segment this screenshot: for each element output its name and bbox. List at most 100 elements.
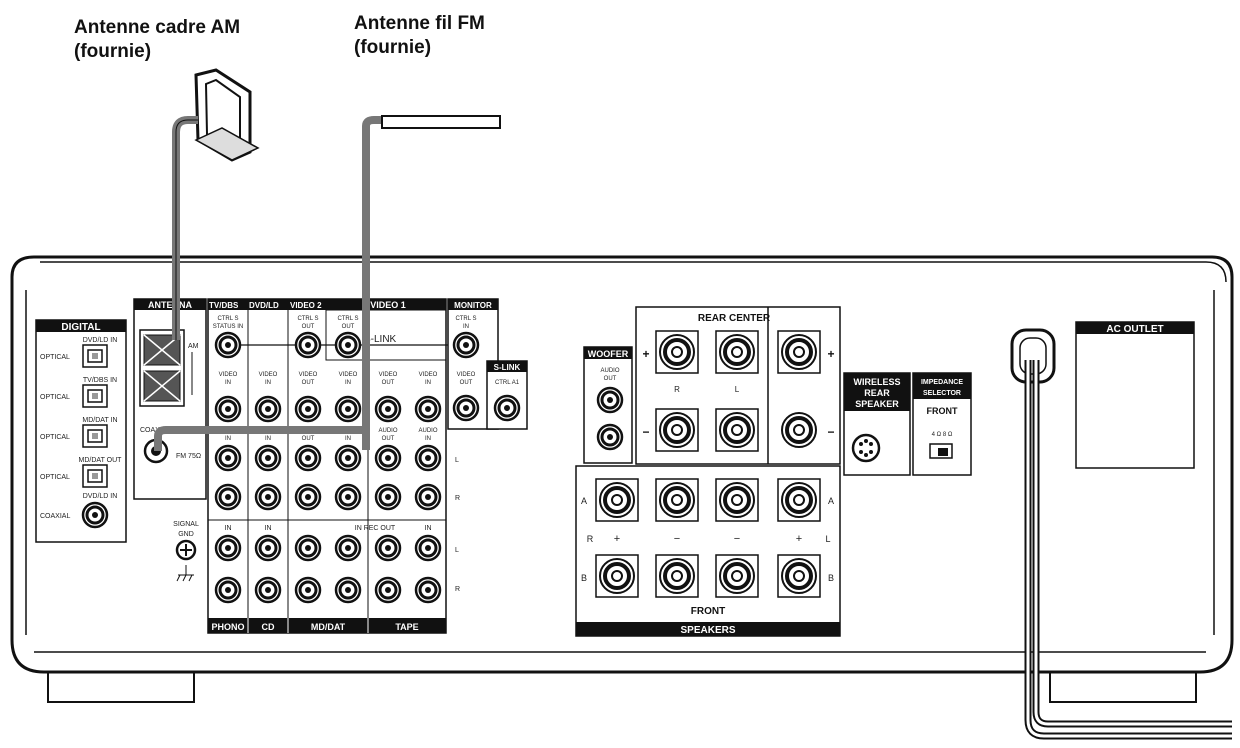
rca-jack[interactable] — [334, 444, 362, 472]
rear-r-minus-terminal[interactable] — [654, 407, 700, 453]
front-a-l-plus-terminal[interactable] — [776, 477, 822, 523]
center-plus: + — [827, 347, 834, 361]
rca-jack[interactable] — [294, 534, 322, 562]
audio-label: AUDIO — [378, 428, 397, 434]
front-a-r-plus-terminal[interactable] — [594, 477, 640, 523]
r-label: R — [455, 495, 460, 502]
front-b-r-plus-terminal[interactable] — [594, 553, 640, 599]
slink-bus-label: S-LINK — [364, 334, 397, 345]
rca-jack[interactable] — [254, 534, 282, 562]
video1-label: VIDEO 1 — [370, 300, 406, 310]
optical-port[interactable] — [82, 344, 108, 368]
cd-in-label: IN — [265, 525, 272, 532]
monitor-title: MONITOR — [454, 301, 492, 310]
video2-label: VIDEO 2 — [290, 301, 322, 310]
antenna-coaxial-label: COAXIAL — [140, 427, 170, 434]
audio-label: AUDIO — [418, 428, 437, 434]
rca-jack[interactable] — [294, 576, 322, 604]
rca-jack[interactable] — [334, 483, 362, 511]
wireless-din-connector[interactable] — [851, 433, 881, 463]
front-b-l-minus-terminal[interactable] — [714, 553, 760, 599]
video-label: VIDEO — [259, 372, 278, 378]
front-minus-1: − — [674, 533, 680, 545]
impedance-front: FRONT — [927, 406, 958, 416]
center-plus-terminal[interactable] — [776, 329, 822, 375]
rca-jack[interactable] — [414, 395, 442, 423]
ctrl-s-v2-out: OUT — [302, 324, 315, 330]
digital-row-in-label: MD/DAT IN — [82, 417, 117, 424]
rca-jack[interactable] — [214, 395, 242, 423]
rca-jack[interactable] — [254, 576, 282, 604]
optical-port[interactable] — [82, 464, 108, 488]
woofer-out-jack-2[interactable] — [596, 423, 624, 451]
front-a-right: A — [828, 496, 834, 506]
digital-row-type-label: OPTICAL — [40, 474, 70, 481]
rear-r-plus-terminal[interactable] — [654, 329, 700, 375]
rca-jack[interactable] — [294, 444, 322, 472]
rear-l-minus-terminal[interactable] — [714, 407, 760, 453]
wireless-section: WIRELESS REAR SPEAKER — [843, 372, 911, 476]
impedance-section: IMPEDANCE SELECTOR FRONT 4 Ω 8 Ω — [912, 372, 972, 476]
front-l-label: L — [825, 534, 830, 544]
rca-jack[interactable] — [374, 395, 402, 423]
audio-dir-label: OUT — [302, 436, 315, 442]
rca-jack[interactable] — [214, 483, 242, 511]
woofer-out-jack-1[interactable] — [596, 386, 624, 414]
front-a-l-minus-terminal[interactable] — [714, 477, 760, 523]
wireless-l2: REAR — [864, 388, 890, 398]
rca-jack[interactable] — [374, 483, 402, 511]
fm-antenna-callout-line2: (fournie) — [354, 37, 432, 58]
rca-jack[interactable] — [334, 395, 362, 423]
digital-row-type-label: OPTICAL — [40, 394, 70, 401]
monitor-video-out-label: OUT — [460, 380, 473, 386]
rca-jack[interactable] — [294, 483, 322, 511]
am-loop-antenna — [172, 68, 260, 340]
center-minus: − — [827, 425, 834, 439]
fm-wire-antenna — [154, 115, 501, 451]
rca-jack[interactable] — [254, 444, 282, 472]
rca-jack[interactable] — [414, 444, 442, 472]
ctrl-s-video1-out-jack[interactable] — [334, 331, 362, 359]
audio-dir-label: OUT — [382, 436, 395, 442]
rca-jack[interactable] — [374, 534, 402, 562]
rca-jack[interactable] — [414, 534, 442, 562]
rear-l-plus-terminal[interactable] — [714, 329, 760, 375]
front-title: FRONT — [691, 606, 725, 617]
ctrl-s-video2-out-jack[interactable] — [294, 331, 322, 359]
ctrl-s-v1-out: OUT — [342, 324, 355, 330]
rca-jack[interactable] — [254, 483, 282, 511]
video-label: VIDEO — [339, 372, 358, 378]
front-b-l-plus-terminal[interactable] — [776, 553, 822, 599]
digital-row-in-label: TV/DBS IN — [83, 377, 117, 384]
front-a-r-minus-terminal[interactable] — [654, 477, 700, 523]
rca-jack[interactable] — [214, 534, 242, 562]
rca-jack[interactable] — [254, 395, 282, 423]
rca-jack[interactable] — [334, 576, 362, 604]
digital-coaxial-jack[interactable] — [81, 501, 109, 529]
rca-jack[interactable] — [414, 483, 442, 511]
rca-jack[interactable] — [334, 534, 362, 562]
monitor-ctrl-s-in: IN — [463, 324, 469, 330]
rca-jack[interactable] — [374, 576, 402, 604]
monitor-video-out-jack[interactable] — [452, 394, 480, 422]
rca-jack[interactable] — [214, 576, 242, 604]
power-cord — [1010, 328, 1232, 740]
optical-port[interactable] — [82, 424, 108, 448]
fm-75-label: FM 75Ω — [176, 453, 201, 460]
monitor-ctrl-s-in-jack[interactable] — [452, 331, 480, 359]
front-b-r-minus-terminal[interactable] — [654, 553, 700, 599]
am-antenna-callout-line2: (fournie) — [74, 41, 152, 62]
optical-port[interactable] — [82, 384, 108, 408]
cd-label: CD — [262, 622, 275, 632]
ctrl-s-status-in-jack[interactable] — [214, 331, 242, 359]
signal-ground: SIGNAL GND — [173, 521, 199, 582]
rca-jack[interactable] — [374, 444, 402, 472]
antenna-section: ANTENNA AM COAXIAL FM 75Ω — [133, 298, 207, 500]
woofer-out-label: OUT — [604, 376, 617, 382]
front-plus-2: + — [796, 533, 802, 545]
rca-jack[interactable] — [414, 576, 442, 604]
ctrl-a1-jack[interactable] — [493, 394, 521, 422]
woofer-section: WOOFER AUDIO OUT — [583, 346, 633, 464]
rca-jack[interactable] — [214, 444, 242, 472]
rca-jack[interactable] — [294, 395, 322, 423]
